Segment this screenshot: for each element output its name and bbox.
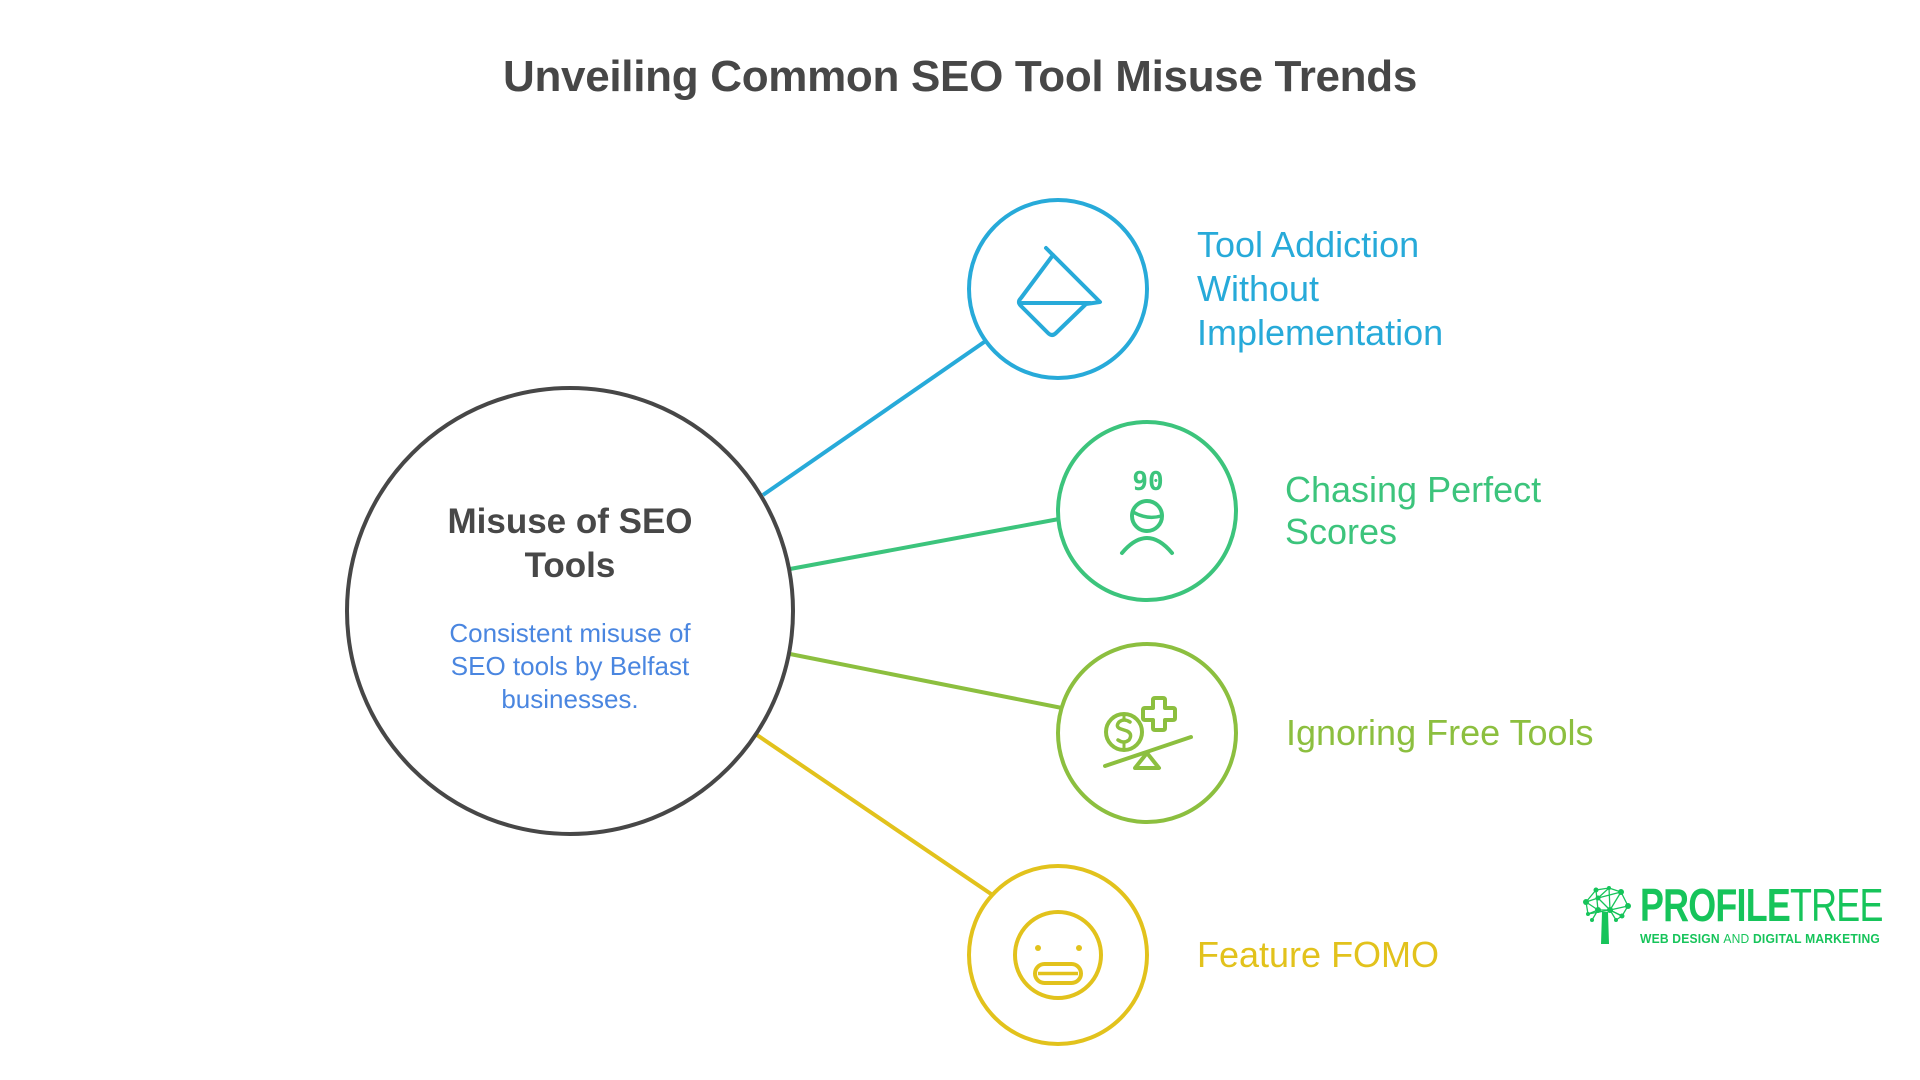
label-line: Scores [1285, 511, 1398, 552]
tagline-part: AND [1723, 931, 1750, 946]
score-person-icon: 90 [1120, 467, 1174, 555]
description-line: businesses. [501, 684, 639, 714]
label-tool-addiction: Tool Addiction Without Implementation [1197, 223, 1443, 355]
description-line: Consistent misuse of [449, 618, 691, 648]
central-node-description: Consistent misuse of SEO tools by Belfas… [420, 617, 720, 716]
label-line: Ignoring Free Tools [1286, 712, 1594, 753]
grimace-face-icon [1013, 910, 1103, 1000]
tagline-part: WEB DESIGN [1640, 931, 1724, 946]
node-tool-addiction [967, 198, 1149, 380]
label-line: Chasing Perfect [1285, 469, 1542, 510]
money-vs-plus-seesaw-icon [1103, 696, 1193, 770]
label-chasing-scores: Chasing Perfect Scores [1285, 469, 1541, 553]
profiletree-logo: PROFILETREE WEB DESIGN AND DIGITAL MARKE… [1574, 880, 1883, 950]
paint-bucket-icon [1017, 246, 1102, 337]
connector-line-feature-fomo [755, 733, 996, 898]
tree-network-icon [1583, 886, 1631, 944]
connector-line-tool-addiction [761, 336, 992, 497]
label-line: Tool Addiction [1197, 224, 1420, 265]
central-node-circle [345, 386, 795, 836]
label-line: Without [1197, 268, 1320, 309]
node-feature-fomo [967, 864, 1149, 1046]
central-node-title-line2: Tools [524, 546, 616, 585]
description-line: SEO tools by Belfast [450, 651, 690, 681]
central-node-title-line1: Misuse of SEO [447, 502, 693, 541]
label-line: Implementation [1197, 312, 1444, 353]
logo-wordmark: PROFILETREE [1640, 880, 1883, 930]
node-ignoring-free-tools [1056, 642, 1238, 824]
svg-text:90: 90 [1132, 467, 1163, 497]
tagline-part: DIGITAL MARKETING [1749, 931, 1880, 946]
label-ignoring-free-tools: Ignoring Free Tools [1286, 711, 1594, 755]
label-line: Feature FOMO [1197, 934, 1440, 975]
label-feature-fomo: Feature FOMO [1197, 933, 1439, 977]
logo-word-bold: PROFILE [1640, 879, 1791, 931]
logo-tagline: WEB DESIGN AND DIGITAL MARKETING [1640, 932, 1880, 946]
logo-word-thin: TREE [1790, 879, 1883, 931]
node-chasing-scores: 90 [1056, 420, 1238, 602]
central-node-title: Misuse of SEO Tools [420, 500, 720, 588]
page-title: Unveiling Common SEO Tool Misuse Trends [502, 52, 1418, 101]
connector-line-chasing-scores [789, 517, 1060, 571]
connector-line-ignoring-free [789, 652, 1063, 710]
